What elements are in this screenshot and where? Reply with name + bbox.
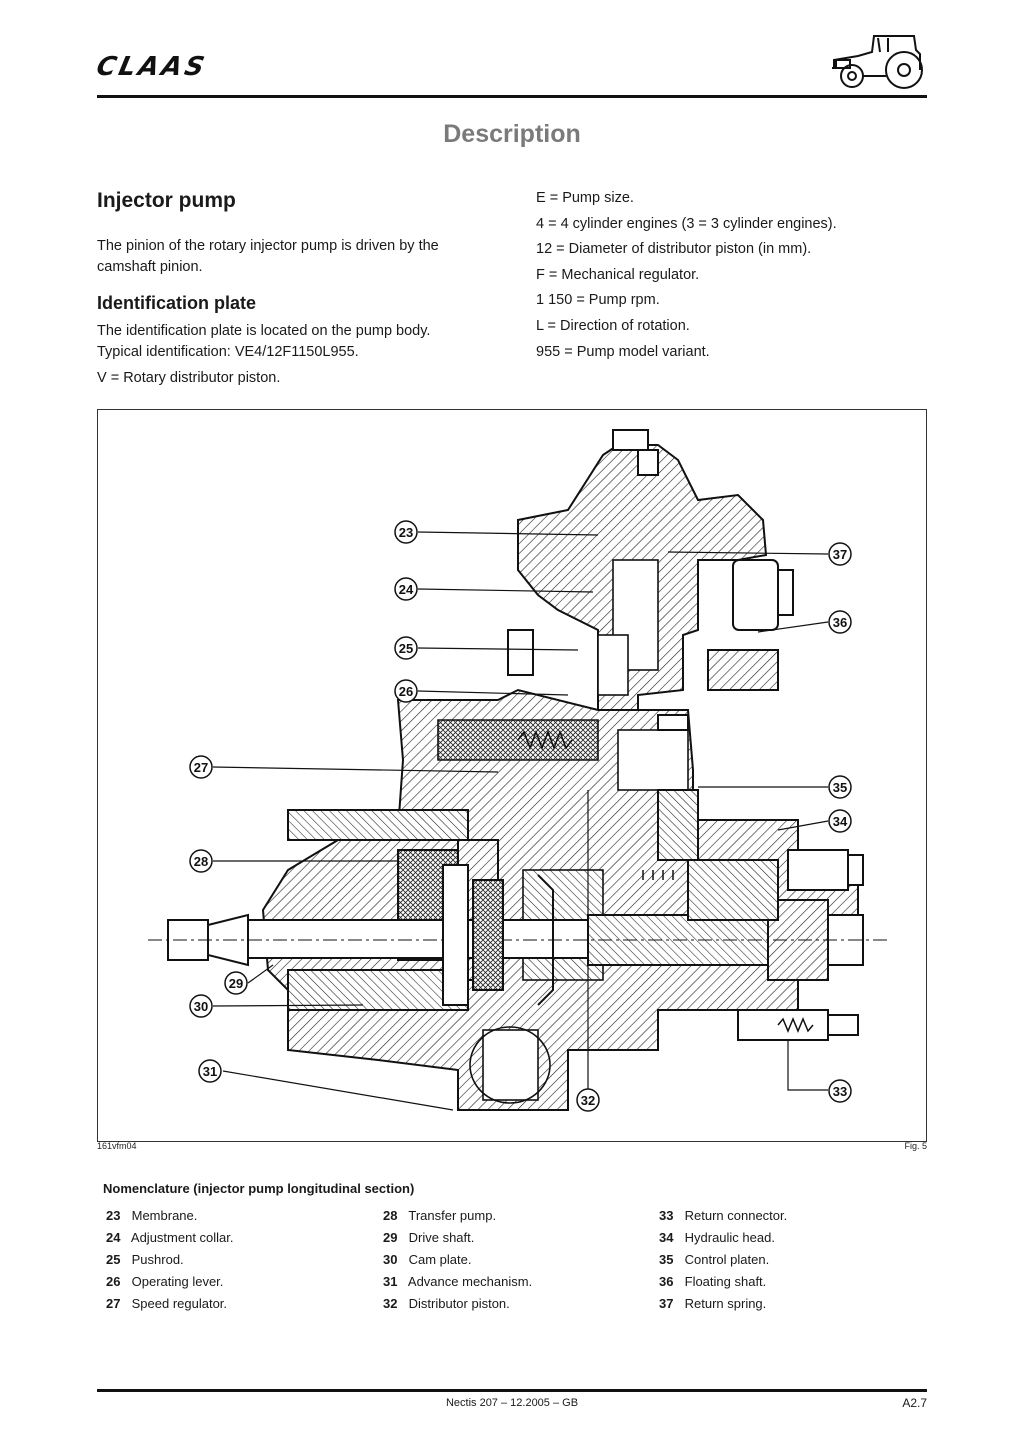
callout-29: 29 — [229, 976, 243, 991]
figure-frame: 23 24 25 26 27 28 29 30 31 32 33 34 35 3… — [97, 409, 927, 1142]
callout-33: 33 — [833, 1084, 847, 1099]
footer-doc: Nectis 207 – 12.2005 – GB — [445, 1397, 579, 1409]
callout-23: 23 — [399, 525, 413, 540]
callout-28: 28 — [194, 854, 208, 869]
code-item: 1 150 = Pump rpm. — [536, 292, 660, 309]
nomenclature-title: Nomenclature (injector pump longitudinal… — [103, 1181, 415, 1196]
callout-31: 31 — [203, 1064, 217, 1079]
callout-25: 25 — [399, 641, 413, 656]
list-item: 25 Pushrod. — [106, 1252, 184, 1267]
nomenclature-col-2: 28 Transfer pump. 29 Drive shaft. 30 Cam… — [383, 1205, 532, 1315]
code-item: E = Pump size. — [536, 190, 634, 206]
list-item: 35 Control platen. — [659, 1252, 770, 1267]
tractor-icon — [832, 35, 923, 89]
code-item: F = Mechanical regulator. — [536, 266, 700, 283]
list-item: 37 Return spring. — [659, 1296, 767, 1311]
footer-rule — [97, 1389, 927, 1392]
callout-24: 24 — [399, 582, 414, 597]
callout-34: 34 — [833, 814, 848, 829]
header-rule — [97, 95, 927, 98]
callout-36: 36 — [833, 615, 847, 630]
code-item: L = Direction of rotation. — [536, 317, 690, 334]
nomenclature-col-1: 23 Membrane. 24 Adjustment collar. 25 Pu… — [106, 1205, 234, 1315]
code-item: 955 = Pump model variant. — [536, 343, 710, 360]
list-item: 30 Cam plate. — [383, 1252, 472, 1267]
plate-line-3: V = Rotary distributor piston. — [97, 370, 281, 386]
callout-37: 37 — [833, 547, 847, 562]
callout-30: 30 — [194, 999, 208, 1014]
code-list: E = Pump size. 4 = 4 cylinder engines (3… — [536, 186, 837, 365]
code-item: 12 = Diameter of distributor piston (in … — [536, 241, 812, 258]
figure-label: Fig. 5 — [904, 1141, 927, 1151]
list-item: 33 Return connector. — [659, 1208, 788, 1223]
list-item: 34 Hydraulic head. — [659, 1230, 775, 1245]
injector-pump-diagram: 23 24 25 26 27 28 29 30 31 32 33 34 35 3… — [148, 429, 888, 1112]
callout-26: 26 — [399, 684, 413, 699]
page-title: Description — [443, 120, 581, 148]
figure-ref: 161vfm04 — [97, 1141, 137, 1151]
claas-logo: CLAAS — [93, 52, 210, 82]
subsection-title: Identification plate — [97, 293, 257, 313]
callout-27: 27 — [194, 760, 208, 775]
list-item: 26 Operating lever. — [106, 1274, 224, 1289]
section-title: Injector pump — [97, 189, 236, 212]
plate-line-1: The identification plate is located on t… — [97, 323, 431, 339]
list-item: 32 Distributor piston. — [383, 1296, 510, 1311]
nomenclature-col-3: 33 Return connector. 34 Hydraulic head. … — [659, 1205, 787, 1315]
list-item: 27 Speed regulator. — [106, 1296, 228, 1311]
callout-35: 35 — [833, 780, 847, 795]
plate-line-2: Typical identification: VE4/12F1150L955. — [97, 344, 359, 360]
page-number: A2.7 — [902, 1396, 927, 1410]
intro-paragraph: The pinion of the rotary injector pump i… — [97, 238, 439, 275]
list-item: 28 Transfer pump. — [383, 1208, 497, 1223]
callout-32: 32 — [581, 1093, 595, 1108]
list-item: 31 Advance mechanism. — [383, 1274, 533, 1289]
list-item: 29 Drive shaft. — [383, 1230, 475, 1245]
list-item: 24 Adjustment collar. — [106, 1230, 234, 1245]
list-item: 23 Membrane. — [106, 1208, 198, 1223]
list-item: 36 Floating shaft. — [659, 1274, 767, 1289]
code-item: 4 = 4 cylinder engines (3 = 3 cylinder e… — [536, 215, 837, 232]
